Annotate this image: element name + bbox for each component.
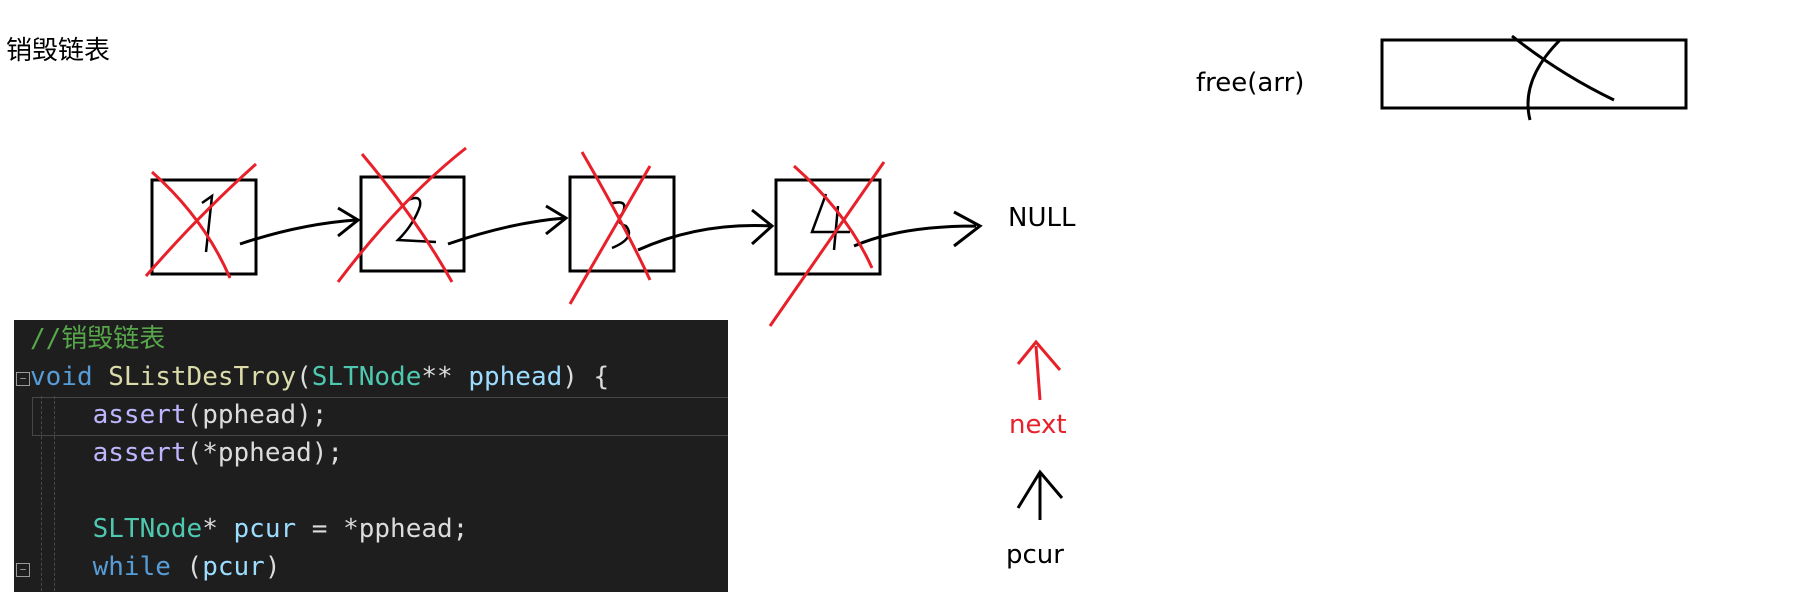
current-line-highlight — [32, 397, 728, 436]
link-arrow-3 — [637, 208, 775, 252]
code-token: * — [202, 514, 234, 544]
code-token — [30, 552, 93, 582]
pcur-pointer-arrow — [1016, 469, 1064, 520]
pcur-label: pcur — [1006, 540, 1064, 570]
code-token: ) — [264, 552, 281, 582]
code-token: ** — [421, 362, 469, 392]
cross-mark-2 — [336, 146, 467, 283]
next-pointer-arrow — [1016, 339, 1062, 401]
link-arrow-2 — [447, 204, 569, 246]
code-token: SLTNode — [92, 514, 203, 544]
indent-guide — [41, 396, 42, 592]
code-token — [93, 362, 109, 392]
node-box-2 — [359, 175, 466, 273]
cross-mark-1 — [144, 162, 257, 279]
next-label: next — [1009, 410, 1067, 440]
fold-toggle-function[interactable]: − — [16, 372, 30, 386]
code-token: ( — [296, 362, 312, 392]
code-token: void — [30, 362, 93, 392]
code-token — [30, 514, 93, 544]
code-token: = *pphead; — [296, 514, 469, 544]
code-line: assert(*pphead); — [30, 434, 343, 472]
null-label: NULL — [1008, 203, 1076, 233]
node-box-3 — [568, 175, 676, 273]
code-token: SLTNode — [311, 362, 422, 392]
free-array-box — [1380, 38, 1688, 110]
code-token: assert — [92, 400, 187, 430]
node-digit-1 — [201, 193, 214, 253]
link-arrow-1 — [239, 206, 361, 246]
code-token — [30, 400, 93, 430]
code-token: ( — [170, 552, 203, 582]
node-box-1 — [150, 178, 258, 276]
free-label: free(arr) — [1196, 68, 1305, 98]
code-token: pcur — [202, 552, 265, 582]
code-token: pphead — [468, 362, 563, 392]
code-line: while (pcur) — [30, 548, 281, 586]
code-token: //销毁链表 — [30, 324, 166, 354]
code-token — [30, 438, 93, 468]
code-token: while — [92, 552, 171, 582]
code-line: assert(pphead); — [30, 396, 328, 434]
code-token: ) { — [562, 362, 610, 392]
node-digit-2 — [395, 196, 437, 244]
code-token: (pphead); — [186, 400, 328, 430]
code-line: //销毁链表 — [30, 320, 165, 358]
code-line: SLTNode* pcur = *pphead; — [30, 510, 469, 548]
cross-mark-4 — [768, 161, 886, 327]
code-token: assert — [92, 438, 187, 468]
link-arrow-4 — [853, 210, 983, 248]
free-array-cross — [1511, 34, 1615, 121]
code-token: SListDesTroy — [108, 362, 297, 392]
cross-mark-3 — [568, 151, 652, 305]
code-token: (*pphead); — [186, 438, 344, 468]
code-line: void SListDesTroy(SLTNode** pphead) { — [30, 358, 609, 396]
node-box-4 — [774, 178, 882, 276]
code-token: pcur — [233, 514, 297, 544]
page-title: 销毁链表 — [6, 36, 111, 66]
indent-guide — [54, 396, 55, 592]
fold-toggle-while[interactable]: − — [16, 563, 30, 577]
